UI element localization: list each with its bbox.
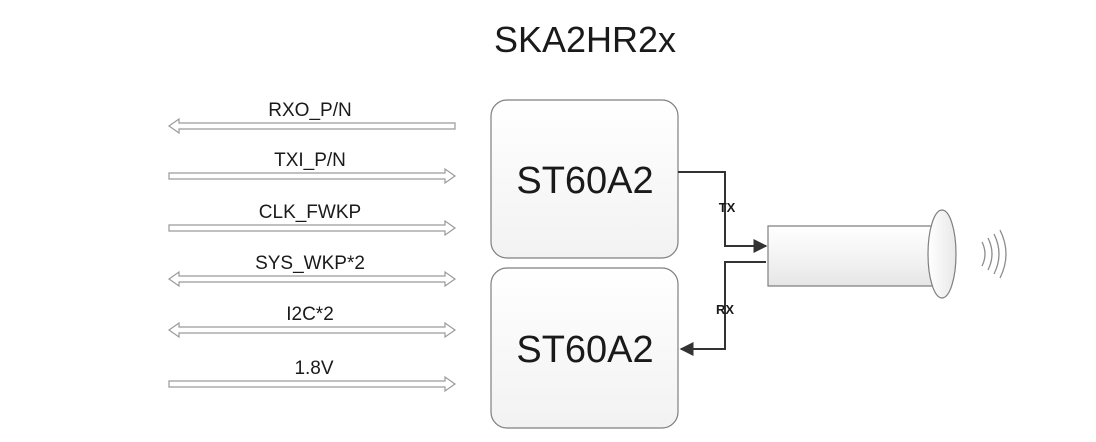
diagram-title: SKA2HR2x — [494, 19, 676, 60]
signal-arrow-right — [168, 375, 457, 393]
signal-arrow-left — [167, 117, 456, 135]
cylinder-antenna-icon — [767, 209, 957, 299]
rx-label: RX — [716, 302, 734, 317]
signal-label: 1.8V — [294, 358, 333, 379]
signal-label: RXO_P/N — [268, 100, 351, 121]
signal-arrow-right — [168, 219, 457, 237]
signal-label: CLK_FWKP — [259, 202, 361, 223]
chip-top-box — [490, 99, 679, 259]
chip-bottom-label: ST60A2 — [516, 329, 653, 371]
signal-label: TXI_P/N — [274, 150, 346, 171]
rx-line — [679, 261, 766, 356]
chip-bottom-box — [490, 267, 679, 429]
chip-bottom: ST60A2 — [490, 267, 679, 429]
signal-arrow-right — [168, 167, 457, 185]
tx-line — [678, 171, 768, 253]
radio-waves-icon — [981, 229, 1007, 279]
signal-label: SYS_WKP*2 — [255, 253, 365, 274]
tx-label: TX — [719, 200, 736, 215]
chip-top: ST60A2 — [490, 99, 679, 259]
signal-arrow-both — [167, 321, 457, 339]
signal-label: I2C*2 — [286, 304, 334, 325]
signal-arrow-both — [167, 270, 457, 288]
chip-top-label: ST60A2 — [516, 160, 653, 202]
